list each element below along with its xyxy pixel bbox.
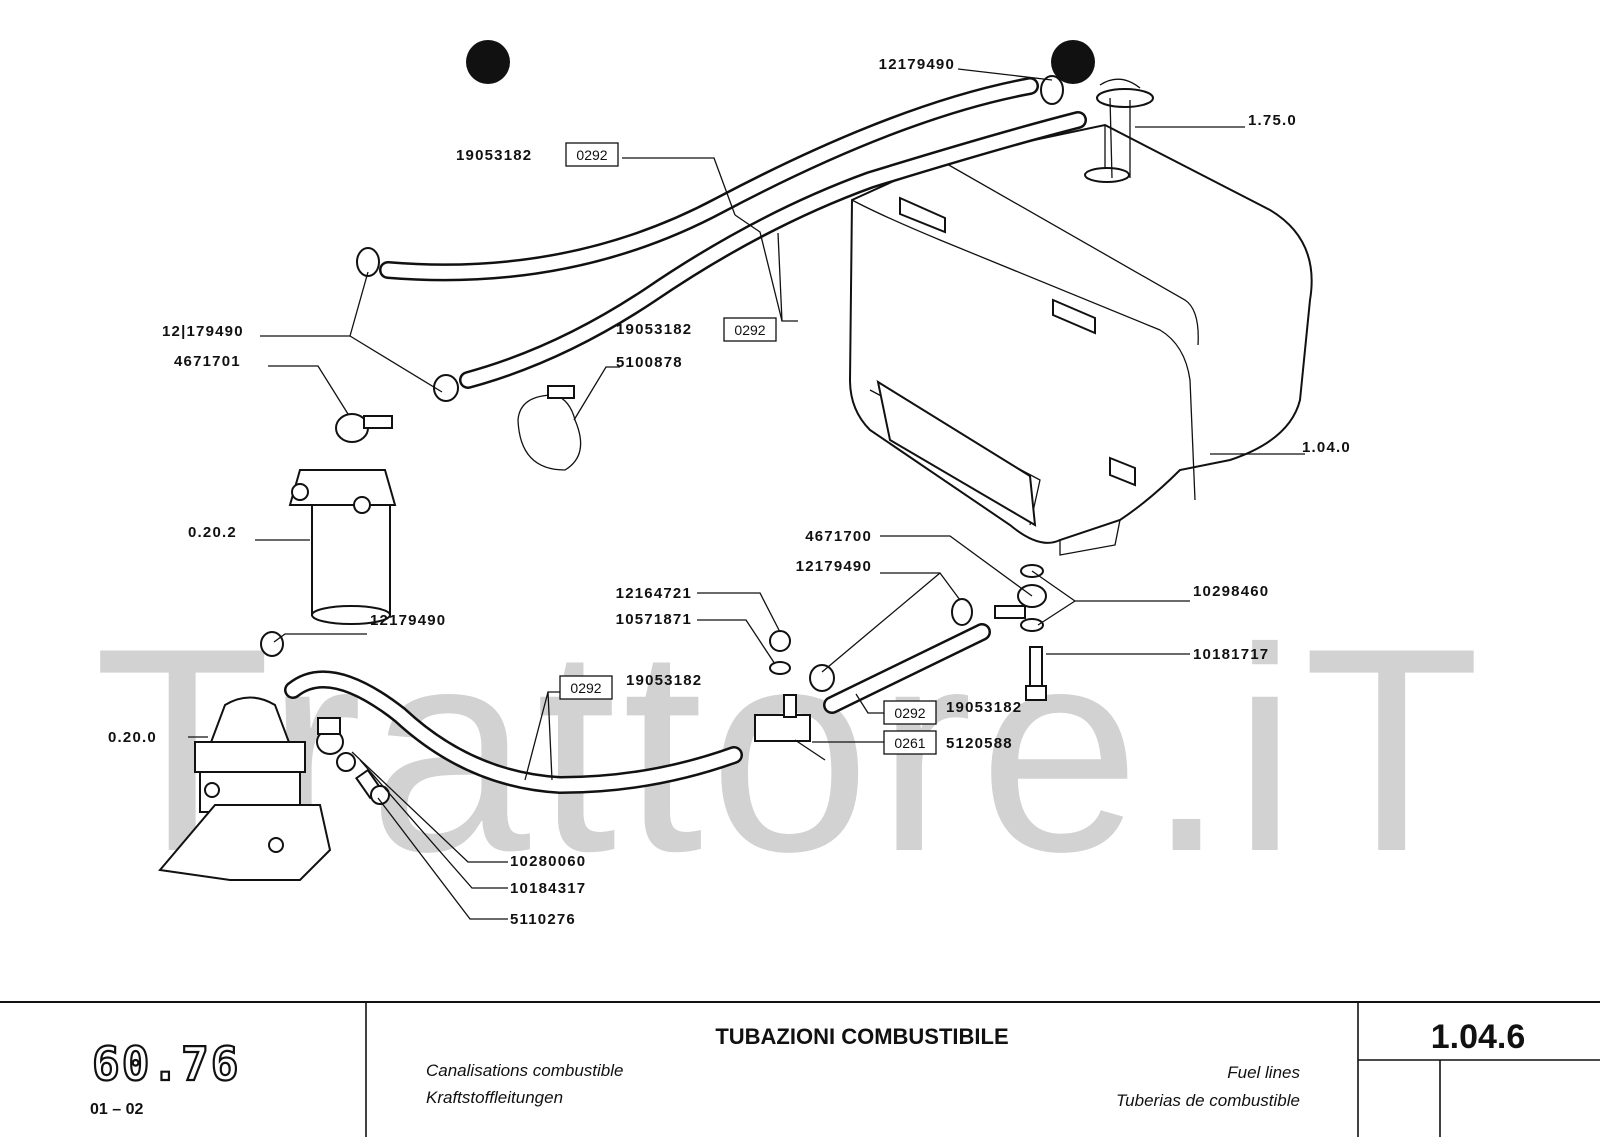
hose-to-pump xyxy=(284,670,743,795)
title-french: Canalisations combustible xyxy=(426,1061,624,1080)
code-box-0292-b xyxy=(723,317,777,342)
fuel-tank xyxy=(848,123,1313,556)
callout-10571871: 10571871 xyxy=(616,611,692,628)
title-german: Kraftstoffleitungen xyxy=(426,1088,563,1107)
callout-1-04-0: 1.04.0 xyxy=(1302,439,1351,456)
code-0292-b: 0292 xyxy=(734,322,765,338)
hose-clip-middle xyxy=(809,664,835,692)
callout-4671701: 4671701 xyxy=(174,353,241,370)
callout-19053182-a: 19053182 xyxy=(456,147,532,164)
callout-19053182-c: 19053182 xyxy=(626,672,702,689)
callout-12179490-mid: 12179490 xyxy=(796,558,872,575)
callout-12164721: 12164721 xyxy=(616,585,692,602)
nut-12164721 xyxy=(769,630,791,652)
callout-12179490-left: 12|179490 xyxy=(162,323,244,340)
code-box-0261 xyxy=(883,730,937,755)
callout-10298460: 10298460 xyxy=(1193,583,1269,600)
title-spanish: Tuberias de combustible xyxy=(1116,1091,1300,1110)
callout-10184317: 10184317 xyxy=(510,880,586,897)
callout-5120588: 5120588 xyxy=(946,735,1013,752)
model-logo: 60.76 xyxy=(92,1037,240,1091)
callout-5110276: 5110276 xyxy=(510,911,576,928)
code-0292-d: 0292 xyxy=(894,705,925,721)
return-hose-upper xyxy=(379,77,1039,282)
hose-clip-fitting xyxy=(951,598,973,626)
fuel-pump xyxy=(158,696,332,881)
callout-19053182-d: 19053182 xyxy=(946,699,1022,716)
callout-0-20-0: 0.20.0 xyxy=(108,729,157,746)
fuel-filter xyxy=(288,469,397,625)
callout-4671700: 4671700 xyxy=(805,528,872,545)
hose-clip-left-lower xyxy=(433,374,459,402)
code-box-0292-a xyxy=(565,142,619,167)
hose-clip-pump xyxy=(260,631,284,657)
code-box-0292-c xyxy=(559,675,613,700)
feed-hose-upper xyxy=(459,111,1087,389)
callout-19053182-b: 19053182 xyxy=(616,321,692,338)
hose-clip-left-upper xyxy=(356,247,380,277)
banjo-fitting-4671701 xyxy=(335,413,393,443)
callout-10181717: 10181717 xyxy=(1193,646,1269,663)
callout-5100878: 5100878 xyxy=(616,354,683,371)
hose-clip-top xyxy=(1040,75,1064,105)
code-0292-a: 0292 xyxy=(576,147,607,163)
title-english: Fuel lines xyxy=(1227,1063,1300,1082)
banjo-fitting-pump xyxy=(316,717,390,805)
callout-0-20-2: 0.20.2 xyxy=(188,524,237,541)
edition-date: 01 – 02 xyxy=(90,1101,143,1118)
fuel-tap xyxy=(754,694,826,761)
callout-10280060: 10280060 xyxy=(510,853,586,870)
fuel-gauge-sender xyxy=(1096,78,1154,179)
code-box-0292-d xyxy=(883,700,937,725)
punch-hole-right xyxy=(1051,40,1095,84)
hose-to-tank-fitting xyxy=(823,623,991,714)
hose-clamp-strap xyxy=(517,385,582,471)
callout-12179490-pump: 12179490 xyxy=(370,612,446,629)
code-0292-c: 0292 xyxy=(570,680,601,696)
title-italian: TUBAZIONI COMBUSTIBILE xyxy=(715,1024,1008,1049)
callout-12179490-top: 12179490 xyxy=(879,56,955,73)
washer-10571871 xyxy=(769,661,791,675)
leader-lines xyxy=(188,68,1305,920)
title-block xyxy=(0,1001,1600,1137)
page-code: 1.04.6 xyxy=(1431,1018,1526,1056)
callout-1-75-0: 1.75.0 xyxy=(1248,112,1297,129)
punch-hole-left xyxy=(466,40,510,84)
code-0261: 0261 xyxy=(894,735,925,751)
